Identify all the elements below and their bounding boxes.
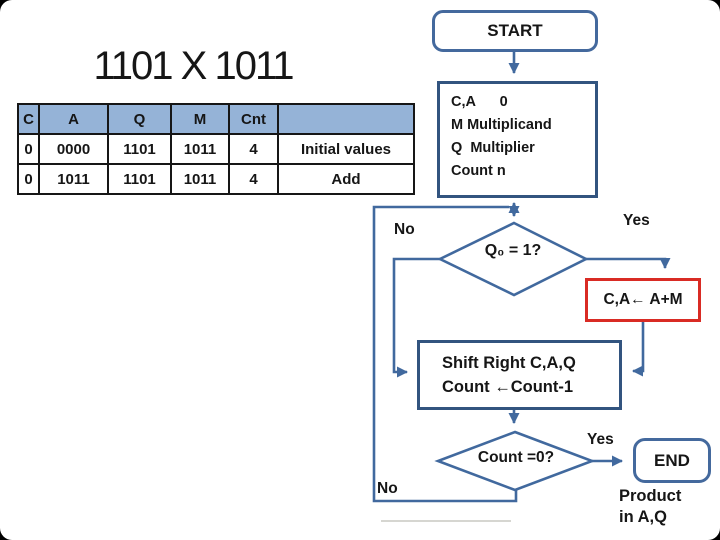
cell-m: 1011: [170, 133, 230, 165]
trace-table: C A Q M Cnt 0 0000 1101 1011 4 Initial v…: [17, 103, 415, 195]
header-cell-c: C: [17, 103, 40, 135]
cell-m: 1011: [170, 163, 230, 195]
shift-node: Shift Right C,A,Q Count ←Count-1: [417, 340, 622, 410]
product-line-2: in A,Q: [619, 508, 667, 526]
shift-line-1: Shift Right C,A,Q: [442, 354, 576, 372]
start-label: START: [487, 21, 543, 40]
init-line-q: Q Multiplier: [451, 140, 535, 156]
cell-q: 1101: [107, 133, 172, 165]
init-line-count: Count n: [451, 163, 506, 179]
page-title: 1101 X 1011: [93, 44, 295, 88]
cell-a: 0000: [38, 133, 109, 165]
faint-artifact-line: [381, 520, 511, 522]
end-label: END: [654, 450, 690, 470]
product-line-1: Product: [619, 487, 682, 505]
add-node: C,A← A+M: [585, 278, 701, 322]
cell-cnt: 4: [228, 163, 279, 195]
cell-note: Add: [277, 163, 415, 195]
table-row: 0 0000 1101 1011 4 Initial values: [17, 133, 415, 165]
product-note: Product in A,Q: [619, 486, 681, 528]
start-node: START: [432, 10, 598, 52]
end-node: END: [633, 438, 711, 483]
shift-line-2: Count ←Count-1: [442, 378, 574, 396]
connector-yes-to-add: [585, 257, 671, 269]
table-header-row: C A Q M Cnt: [17, 103, 415, 135]
table-row: 0 1011 1101 1011 4 Add: [17, 163, 415, 195]
cell-a: 1011: [38, 163, 109, 195]
decision1-label: Q₀ = 1?: [484, 242, 542, 259]
cell-c: 0: [17, 163, 40, 195]
init-line-ca: C,A 0: [451, 94, 508, 110]
header-cell-note: [277, 103, 415, 135]
cell-note: Initial values: [277, 133, 415, 165]
header-cell-cnt: Cnt: [228, 103, 279, 135]
header-cell-q: Q: [107, 103, 172, 135]
decision1-yes-label: Yes: [623, 212, 650, 229]
init-line-m: M Multiplicand: [451, 117, 552, 133]
decision2-label: Count =0?: [477, 449, 555, 466]
decision2-yes-label: Yes: [587, 431, 614, 448]
cell-c: 0: [17, 133, 40, 165]
header-cell-a: A: [38, 103, 109, 135]
init-node: C,A 0 M Multiplicand Q Multiplier Count …: [437, 81, 598, 198]
cell-q: 1101: [107, 163, 172, 195]
add-label: C,A← A+M: [603, 291, 683, 308]
decision2-no-label: No: [377, 480, 398, 497]
decision1-no-label: No: [394, 221, 415, 238]
cell-cnt: 4: [228, 133, 279, 165]
connector-add-to-shift: [632, 322, 645, 377]
header-cell-m: M: [170, 103, 230, 135]
